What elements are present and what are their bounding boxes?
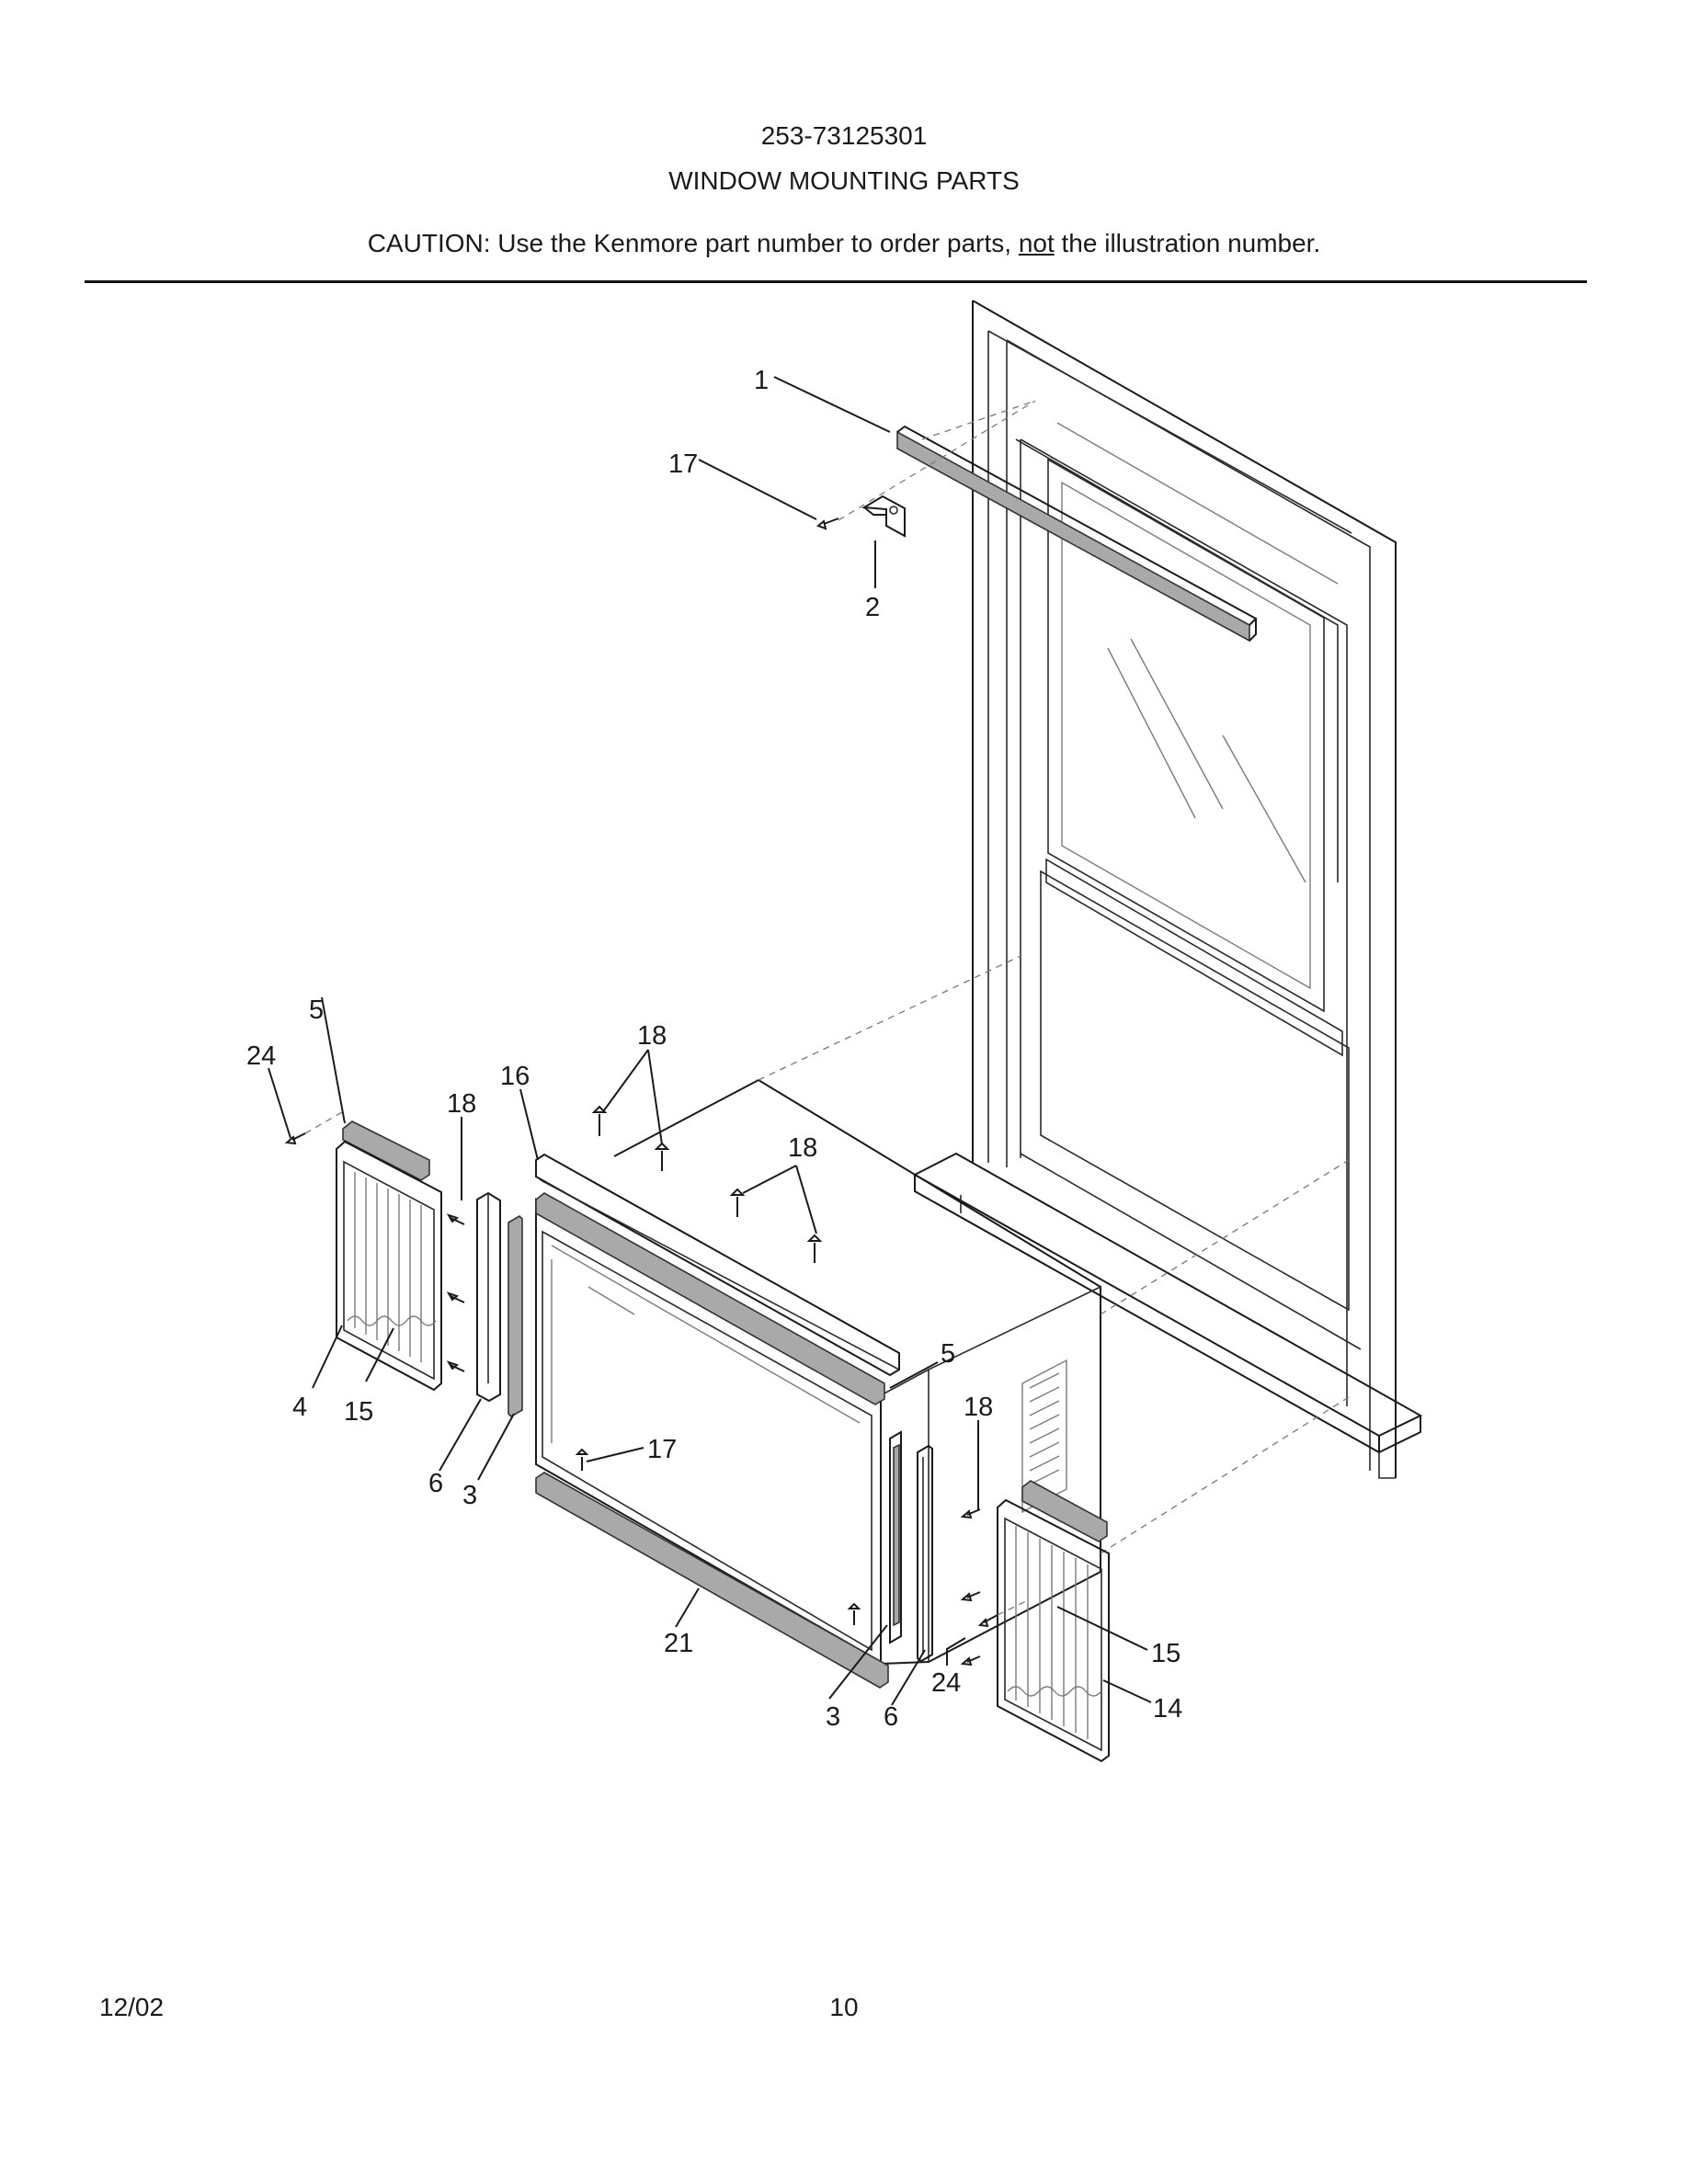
page-number: 10	[829, 1993, 859, 2021]
loose-screws	[575, 1105, 861, 1625]
leader-dashed	[758, 955, 1021, 1081]
callout-5: 5	[309, 995, 324, 1025]
callout-4: 4	[292, 1393, 307, 1422]
upper-sash	[1015, 422, 1343, 1057]
callout-5: 5	[941, 1339, 955, 1369]
leader-dashed	[921, 400, 1036, 440]
callout-18: 18	[447, 1089, 476, 1119]
callout-3: 3	[462, 1481, 477, 1510]
left-frame-channels	[476, 1191, 523, 1418]
callout-24: 24	[931, 1668, 961, 1698]
right-side-screws	[960, 1508, 998, 1666]
model-number: 253-73125301	[760, 121, 928, 150]
right-frame-channels	[889, 1430, 933, 1663]
leader-dashed	[997, 1598, 1031, 1616]
leader-dashed	[1100, 1159, 1350, 1315]
callout-2: 2	[865, 593, 880, 622]
right-side-curtain	[997, 1480, 1110, 1763]
bottom-seal-strip	[535, 1472, 889, 1689]
top-rail	[535, 1153, 900, 1377]
lower-sash-glass	[1020, 870, 1362, 1350]
callout-6: 6	[884, 1702, 898, 1732]
screw-17-top	[816, 518, 839, 530]
window-sill	[912, 1152, 1423, 1479]
leader-dashed	[1100, 1396, 1350, 1554]
callout-3: 3	[826, 1702, 840, 1732]
leader-dashed	[838, 400, 1036, 521]
callout-14: 14	[1153, 1694, 1182, 1723]
callout-17: 17	[647, 1435, 677, 1464]
seal-strip-5-center	[535, 1192, 885, 1405]
header-divider	[85, 280, 1587, 283]
callout-6: 6	[428, 1469, 443, 1498]
callout-24: 24	[246, 1041, 276, 1071]
leader-dashed	[304, 1111, 343, 1134]
page-title: WINDOW MOUNTING PARTS	[668, 166, 1020, 195]
caution-note: CAUTION: Use the Kenmore part number to …	[0, 229, 1688, 258]
callout-labels: 1 17 2 5 24 18 16 18 18 4 15 6 3 5 18 17…	[246, 366, 1182, 1732]
left-side-screws	[284, 1132, 465, 1372]
callout-15: 15	[344, 1397, 373, 1427]
caution-text-prefix: CAUTION: Use the Kenmore part number to …	[367, 229, 1019, 257]
caution-emphasis: not	[1018, 229, 1055, 257]
revision-date: 12/02	[99, 1993, 165, 2021]
callout-18: 18	[964, 1393, 993, 1422]
callout-1: 1	[754, 366, 769, 395]
callout-18: 18	[637, 1021, 667, 1051]
left-side-curtain	[336, 1120, 442, 1392]
callout-17: 17	[668, 449, 698, 479]
callout-15: 15	[1151, 1639, 1180, 1668]
callout-18: 18	[788, 1133, 817, 1163]
mounting-bracket	[861, 495, 906, 538]
window-frame	[972, 300, 1397, 1478]
callout-leaders	[268, 376, 1152, 1706]
callout-21: 21	[664, 1629, 693, 1658]
top-seal-strip	[896, 425, 1258, 643]
callout-16: 16	[500, 1062, 530, 1091]
caution-text-suffix: the illustration number.	[1054, 229, 1321, 257]
